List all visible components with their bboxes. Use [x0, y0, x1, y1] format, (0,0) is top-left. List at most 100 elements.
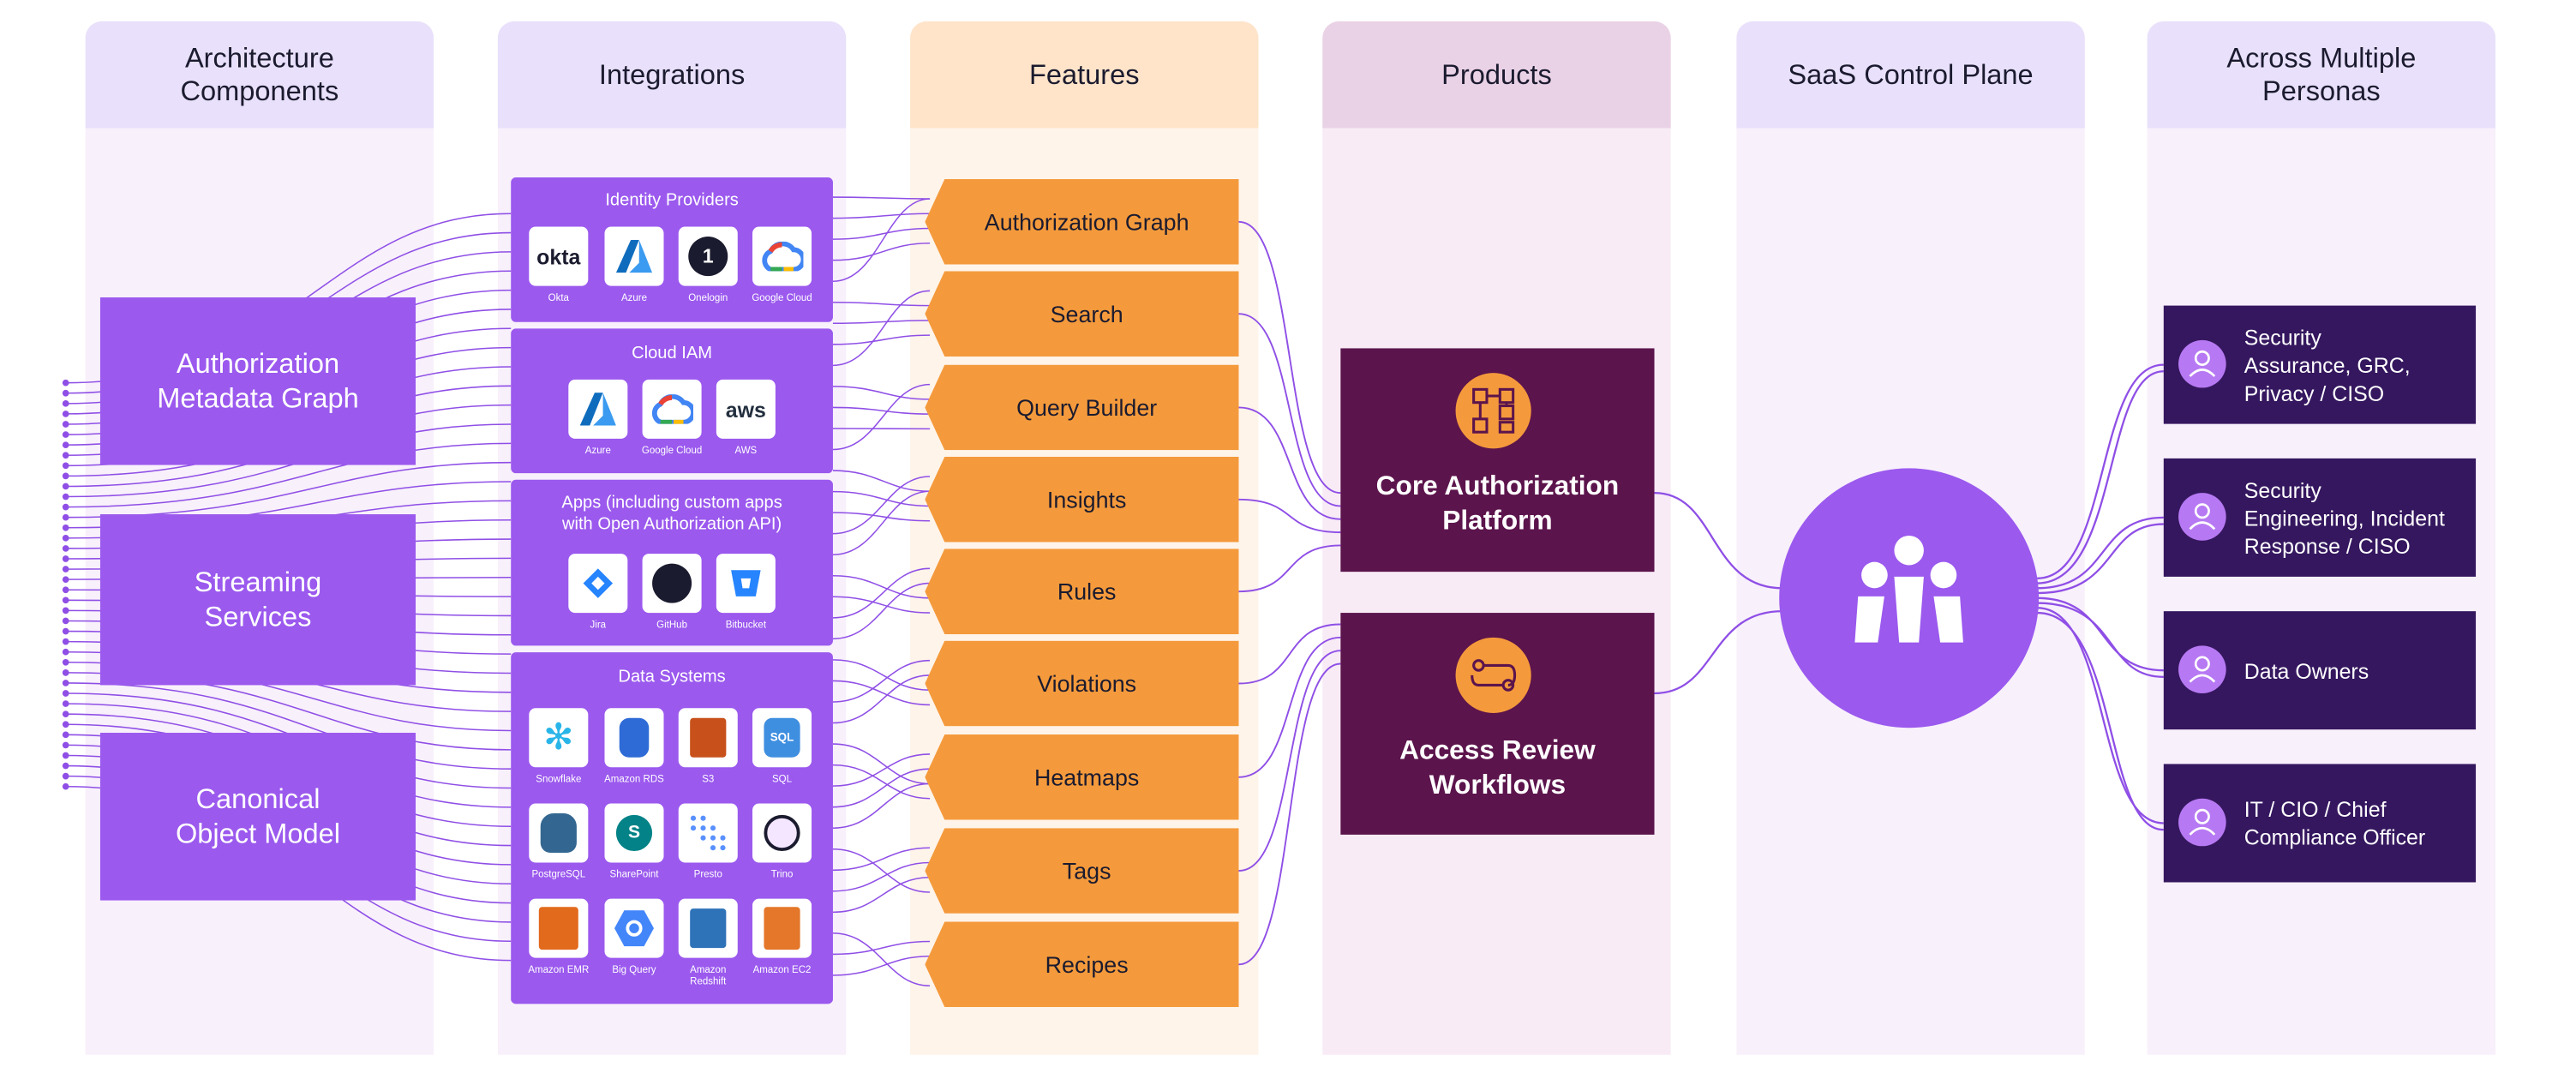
github-mark — [652, 564, 692, 603]
onelogin-icon: 1 — [679, 227, 738, 286]
sharepoint-icon: S — [604, 803, 663, 862]
integration-connector — [833, 596, 930, 613]
person-icon — [2178, 340, 2226, 388]
integration-connector — [833, 387, 930, 399]
person-icon — [2178, 645, 2226, 693]
feature-connector — [1238, 624, 1340, 683]
feature-rules: Rules — [925, 548, 1238, 634]
s3-mark — [690, 718, 726, 758]
persona-security-engineering-label: Security Engineering, Incident Response … — [2244, 477, 2466, 560]
feature-connector — [1238, 638, 1340, 777]
integration-connector — [833, 769, 930, 806]
integration-connector — [833, 407, 930, 414]
okta-icon: okta — [529, 227, 588, 286]
feature-insights: Insights — [925, 457, 1238, 543]
amazon-ec2-icon — [752, 899, 812, 958]
sql-icon: SQL — [752, 708, 812, 767]
bitbucket-icon — [716, 554, 776, 613]
feature-connector — [1238, 407, 1340, 519]
integration-connector — [833, 197, 930, 199]
feature-connector — [1238, 650, 1340, 871]
persona-it-cio-compliance-label: IT / CIO / Chief Compliance Officer — [2244, 795, 2466, 851]
persona-connector — [2037, 608, 2164, 823]
product-connector — [1655, 493, 1783, 588]
azure-icon — [568, 380, 627, 439]
postgresql-icon — [529, 803, 588, 862]
trino-icon — [752, 803, 812, 862]
amazon-redshift-icon — [679, 899, 738, 958]
integration-connector — [833, 680, 930, 704]
persona-it-cio-compliance: IT / CIO / Chief Compliance Officer — [2164, 764, 2476, 882]
feature-authorization-graph: Authorization Graph — [925, 179, 1238, 265]
integration-connector — [833, 513, 930, 521]
ec2-mark — [764, 907, 800, 950]
veza-logo-icon — [1779, 468, 2039, 728]
feature-query-builder: Query Builder — [925, 365, 1238, 451]
persona-connector — [2037, 365, 2164, 578]
data-systems-title: Data Systems — [511, 667, 833, 688]
apps-group: Apps (including custom apps with Open Au… — [511, 480, 833, 646]
feature-violations: Violations — [925, 641, 1238, 727]
workflow-icon — [1456, 638, 1531, 713]
integration-connector — [833, 228, 930, 239]
cloud-iam-group: Cloud IAM Azure Google Cloud aws AWS — [511, 328, 833, 473]
integration-connector — [833, 933, 930, 986]
amazon-emr-icon — [529, 899, 588, 958]
cloud-iam-title: Cloud IAM — [511, 344, 833, 365]
onelogin-mark: 1 — [688, 237, 728, 276]
person-icon — [2178, 799, 2226, 847]
google-cloud-icon — [643, 380, 702, 439]
s3-icon — [679, 708, 738, 767]
aws-icon: aws — [716, 380, 776, 439]
bitbucket-label: Bitbucket — [697, 621, 795, 632]
integration-connector — [833, 471, 930, 491]
arch-canonical-object-model: Canonical Object Model — [100, 733, 416, 901]
sql-label: SQL — [733, 776, 831, 787]
persona-data-owners: Data Owners — [2164, 611, 2476, 729]
feature-tags: Tags — [925, 828, 1238, 914]
product-access-review-workflows: Access Review Workflows — [1340, 613, 1654, 835]
persona-connector — [2037, 518, 2164, 588]
arch-authorization-metadata-graph: Authorization Metadata Graph — [100, 297, 416, 465]
google-cloud-label: Google Cloud — [733, 294, 831, 305]
data-systems-group: Data Systems ✻ Snowflake Amazon RDS S3 S… — [511, 652, 833, 1004]
feature-connector — [1238, 545, 1340, 591]
integration-connector — [833, 878, 930, 913]
person-icon — [2178, 493, 2226, 541]
integration-connector — [833, 243, 930, 261]
input-connector — [66, 463, 512, 518]
trino-mark — [764, 815, 800, 851]
feature-heatmaps: Heatmaps — [925, 734, 1238, 820]
persona-security-engineering: Security Engineering, Incident Response … — [2164, 459, 2476, 577]
integration-connector — [833, 303, 930, 306]
persona-connector — [2037, 598, 2164, 670]
amazon-rds-icon — [604, 708, 663, 767]
snowflake-icon: ✻ — [529, 708, 588, 767]
arch-streaming-services: Streaming Services — [100, 514, 416, 685]
integration-connector — [833, 584, 930, 639]
integration-connector — [833, 862, 930, 890]
integration-connector — [833, 941, 930, 954]
feature-recipes: Recipes — [925, 921, 1238, 1007]
bigquery-icon — [604, 899, 663, 958]
persona-connector — [2037, 525, 2164, 594]
integration-connector — [833, 335, 930, 345]
integration-connector — [833, 568, 930, 618]
google-cloud-icon — [752, 227, 812, 286]
aws-label: AWS — [697, 447, 795, 458]
product-core-authorization-platform: Core Authorization Platform — [1340, 348, 1654, 572]
sharepoint-mark: S — [616, 815, 652, 851]
feature-search: Search — [925, 271, 1238, 357]
redshift-mark — [690, 908, 726, 948]
rds-mark — [620, 718, 650, 758]
persona-data-owners-label: Data Owners — [2244, 657, 2466, 686]
integration-connector — [833, 744, 930, 783]
product-access-review-workflows-label: Access Review Workflows — [1340, 734, 1654, 804]
persona-security-assurance-label: Security Assurance, GRC, Privacy / CISO — [2244, 324, 2466, 408]
trino-label: Trino — [733, 871, 831, 882]
saas-control-plane-logo — [1779, 468, 2039, 728]
integration-connector — [833, 199, 930, 281]
feature-connector — [1238, 222, 1340, 493]
postgresql-mark — [541, 813, 577, 853]
